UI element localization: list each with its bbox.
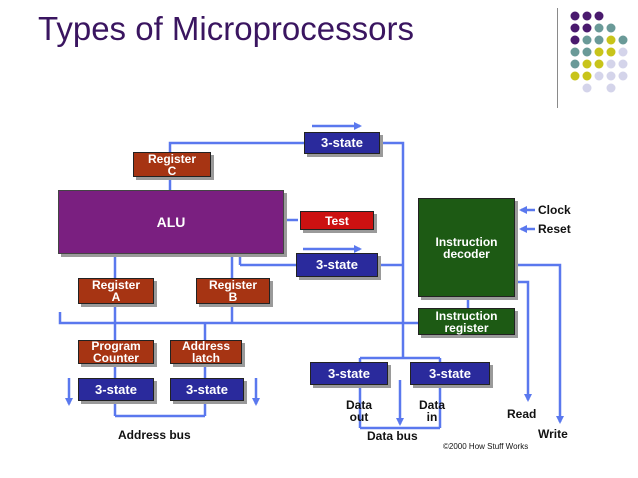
- decorative-dot: [606, 71, 616, 81]
- decorative-dot: [570, 59, 580, 69]
- copyright-notice: ©2000 How Stuff Works: [443, 442, 529, 451]
- write-label: Write: [538, 427, 568, 441]
- tristate-data-in: 3-state: [410, 362, 490, 385]
- decorative-dot: [606, 23, 616, 33]
- decorative-dot: [618, 47, 628, 57]
- instruction-register-block: Instruction register: [418, 308, 515, 335]
- register-a-block: Register A: [78, 278, 154, 304]
- data-out-label: Data out: [346, 398, 373, 424]
- tristate-top: 3-state: [304, 132, 380, 154]
- decorative-dot: [570, 35, 580, 45]
- decorative-dot: [582, 47, 592, 57]
- decorative-dot: [570, 11, 580, 21]
- title-divider-line: [557, 8, 558, 108]
- decorative-dot: [594, 71, 604, 81]
- register-b-block: Register B: [196, 278, 270, 304]
- wire-top-tristate-to-data-bus: [380, 141, 405, 358]
- decorative-dot: [606, 83, 616, 93]
- tristate-address-latch: 3-state: [170, 378, 244, 401]
- wire-top-tristate-to-regc: [168, 141, 304, 152]
- clock-label: Clock: [538, 203, 571, 217]
- decorative-dot: [570, 23, 580, 33]
- read-label: Read: [507, 407, 537, 421]
- decorative-dot: [582, 35, 592, 45]
- decorative-dot: [594, 35, 604, 45]
- decorative-dot: [570, 47, 580, 57]
- decorative-dot: [606, 59, 616, 69]
- decorative-dot: [606, 35, 616, 45]
- decorative-dot: [594, 23, 604, 33]
- wire-read-line: [515, 280, 532, 402]
- reset-label: Reset: [538, 222, 571, 236]
- wire-write-line: [515, 263, 564, 424]
- decorative-dot: [582, 11, 592, 21]
- decorative-dot: [582, 71, 592, 81]
- wire-internal-data-bus: [58, 312, 518, 325]
- address-bus-label: Address bus: [118, 428, 191, 442]
- address-latch-block: Address latch: [170, 340, 242, 364]
- test-block: Test: [300, 211, 374, 230]
- data-in-label: Data in: [419, 398, 446, 424]
- decorative-dot: [618, 71, 628, 81]
- decorative-dot: [594, 47, 604, 57]
- decorative-dot: [594, 59, 604, 69]
- alu-block: ALU: [58, 190, 284, 254]
- register-c-block: Register C: [133, 152, 211, 177]
- decorative-dot: [582, 83, 592, 93]
- decorative-dot: [594, 11, 604, 21]
- instruction-decoder-block: Instruction decoder: [418, 198, 515, 297]
- decorative-dot: [582, 23, 592, 33]
- decorative-dot: [618, 35, 628, 45]
- decorative-dot: [570, 71, 580, 81]
- program-counter-block: Program Counter: [78, 340, 154, 364]
- tristate-data-out: 3-state: [310, 362, 388, 385]
- tristate-program-counter: 3-state: [78, 378, 154, 401]
- data-bus-label: Data bus: [367, 429, 418, 443]
- decorative-dot: [582, 59, 592, 69]
- slide-title: Types of Microprocessors: [38, 10, 414, 47]
- tristate-middle: 3-state: [296, 253, 378, 277]
- decorative-dot: [606, 47, 616, 57]
- decorative-dot: [618, 59, 628, 69]
